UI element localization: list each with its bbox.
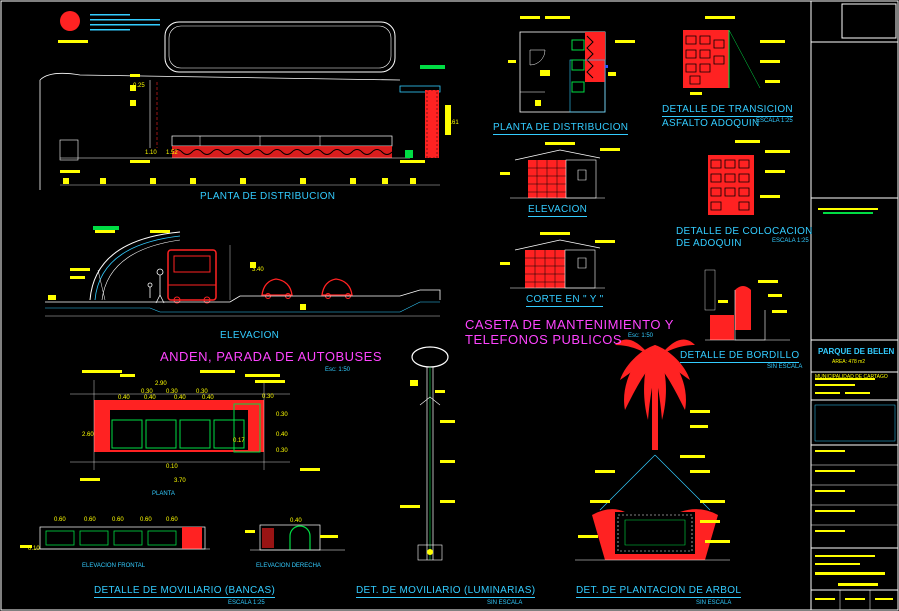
- dim-label: 0.40: [276, 432, 288, 438]
- dim-label: 0.25: [133, 83, 145, 89]
- plantacion-scale: SIN ESCALA: [696, 600, 732, 606]
- title-caseta-line1: CASETA DE MANTENIMIENTO Y: [465, 317, 674, 332]
- dim-label: 0.60: [140, 517, 152, 523]
- dim-label: 0.10: [28, 546, 40, 552]
- bordillo-scale: SIN ESCALA: [767, 364, 803, 370]
- title-det-plantacion-arbol: DET. DE PLANTACION DE ARBOL: [576, 585, 742, 598]
- dim-label: 0.30: [141, 389, 153, 395]
- detalle-transicion-drawing: [683, 16, 785, 95]
- colocacion-scale: ESCALA 1:25: [772, 238, 809, 244]
- dim-label: 0.40: [290, 518, 302, 524]
- title-detalle-colocacion-2: DE ADOQUIN: [676, 238, 742, 249]
- title-corte-yy: CORTE EN " Y ": [526, 294, 604, 307]
- dim-label: 0.17: [233, 438, 245, 444]
- title-detalle-transicion-1: DETALLE DE TRANSICION: [662, 104, 793, 117]
- title-elevacion-caseta: ELEVACION: [528, 204, 588, 217]
- detalle-bordillo-drawing: [704, 269, 790, 341]
- arbol-drawing: [575, 339, 730, 561]
- luminaria-drawing: [400, 346, 455, 561]
- dim-label: 0.10: [166, 464, 178, 470]
- dim-label: 0.30: [276, 412, 288, 418]
- title-block-project: PARQUE DE BELEN: [818, 347, 895, 356]
- caseta-planta-drawing: [508, 16, 635, 113]
- title-block-yellow-text: [815, 208, 893, 600]
- luminarias-scale: SIN ESCALA: [487, 600, 523, 606]
- dim-label: 0.60: [84, 517, 96, 523]
- dim-label: 0.30: [196, 389, 208, 395]
- dim-label: 1.52: [166, 150, 178, 156]
- dim-label: 2.60: [82, 432, 94, 438]
- planta-distribucion-main-drawing: [39, 11, 451, 190]
- dim-label: 0.60: [54, 517, 66, 523]
- dim-label: 0.40: [144, 395, 156, 401]
- title-planta-distribucion-caseta: PLANTA DE DISTRIBUCION: [493, 122, 629, 135]
- dim-label: 0.60: [166, 517, 178, 523]
- dim-label: 0.40: [118, 395, 130, 401]
- anden-scale: Esc: 1:50: [325, 367, 351, 373]
- title-detalle-colocacion-1: DETALLE DE COLOCACION: [676, 226, 813, 237]
- title-block-area: AREA: 478 m2: [832, 359, 866, 365]
- bancas-elevacion-derecha-drawing: [245, 524, 345, 551]
- dim-label: 1.10: [145, 150, 157, 156]
- bancas-elevacion-frontal-drawing: [20, 526, 210, 550]
- title-planta-distribucion-main: PLANTA DE DISTRIBUCION: [200, 191, 336, 202]
- dim-label: 4.61: [447, 120, 459, 126]
- title-caseta-line2: TELEFONOS PUBLICOS: [465, 332, 623, 347]
- dim-label: 0.60: [112, 517, 124, 523]
- dim-label: 2.90: [155, 381, 167, 387]
- title-elevacion-main: ELEVACION: [220, 330, 280, 341]
- title-anden-parada: ANDEN, PARADA DE AUTOBUSES: [160, 349, 383, 364]
- dim-label: 0.40: [202, 395, 214, 401]
- detalle-colocacion-drawing: [708, 140, 790, 215]
- elevacion-main-drawing: [45, 226, 441, 317]
- title-elevacion-frontal: ELEVACION FRONTAL: [82, 563, 146, 569]
- title-block-details: [811, 404, 898, 610]
- title-planta-bancas: PLANTA: [152, 491, 175, 497]
- title-detalle-bordillo: DETALLE DE BORDILLO: [680, 350, 800, 363]
- title-detalle-transicion-2: ASFALTO ADOQUIN: [662, 118, 760, 129]
- dim-label: 0.30: [262, 394, 274, 400]
- dim-label: 0.30: [276, 448, 288, 454]
- caseta-scale: Esc: 1:50: [628, 333, 654, 339]
- dim-label: 3.70: [174, 478, 186, 484]
- anden-planta-bancas-drawing: [70, 370, 320, 481]
- caseta-elevacion-drawing: [500, 142, 620, 199]
- title-det-mobiliario-luminarias: DET. DE MOVILIARIO (LUMINARIAS): [356, 585, 536, 598]
- dim-label: 0.30: [166, 389, 178, 395]
- title-det-mobiliario-bancas: DETALLE DE MOVILIARIO (BANCAS): [94, 585, 276, 598]
- transicion-scale: ESCALA 1:25: [756, 118, 793, 124]
- bancas-scale: ESCALA 1:25: [228, 600, 265, 606]
- title-elevacion-derecha: ELEVACION DERECHA: [256, 563, 321, 569]
- dim-label: 0.40: [174, 395, 186, 401]
- title-block-client: MUNICIPALIDAD DE CARTAGO: [815, 374, 888, 380]
- dim-label: 3.40: [252, 267, 264, 273]
- corte-yy-drawing: [500, 232, 615, 289]
